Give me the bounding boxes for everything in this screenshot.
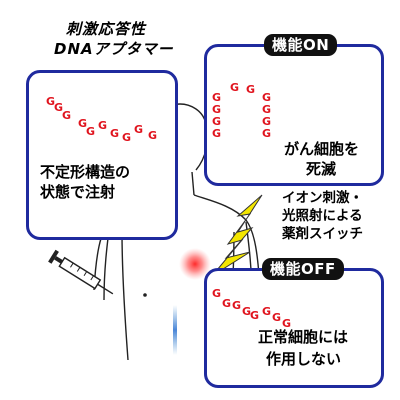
dna-g-letter: G [122, 131, 132, 144]
dna-g-letter: G [250, 309, 260, 322]
dna-g-letter: G [110, 127, 120, 140]
title-line2: DNAアプタマー [54, 40, 174, 58]
dna-g-letter: G [262, 103, 272, 116]
dna-g-letter: G [282, 317, 292, 330]
dna-g-letter: G [212, 127, 222, 140]
dna-g-letter: G [148, 129, 158, 142]
stimulus-line2: 光照射による [282, 208, 363, 224]
on-result-line2: 死滅 [306, 160, 337, 178]
dna-g-letter: G [78, 117, 88, 130]
dna-g-letter: G [212, 287, 222, 300]
dna-g-letter: G [232, 299, 242, 312]
nipple-left [143, 293, 147, 297]
dna-g-letter: G [222, 297, 232, 310]
left-label-line2: 状態で注射 [40, 183, 116, 201]
dna-g-letter: G [98, 119, 108, 132]
syringe-icon [48, 249, 114, 295]
dna-g-letter: G [212, 115, 222, 128]
dna-g-letter: G [54, 101, 64, 114]
lightning-icon [211, 194, 263, 277]
dna-g-letter: G [262, 91, 272, 104]
inactive-glow [173, 305, 177, 355]
dna-g-letter: G [262, 115, 272, 128]
left-label-line1: 不定形構造の [40, 163, 131, 181]
dna-g-letter: G [246, 83, 256, 96]
injection-state-panel [26, 70, 178, 240]
title-line1: 刺激応答性 [66, 20, 147, 38]
on-result-line1: がん細胞を [284, 140, 360, 158]
off-result-line2: 作用しない [266, 350, 342, 368]
stimulus-line3: 薬剤スイッチ [282, 226, 363, 242]
off-result-line1: 正常細胞には [258, 328, 349, 346]
dna-g-letter: G [242, 305, 252, 318]
activation-glow [179, 248, 211, 280]
dna-g-letter: G [212, 103, 222, 116]
dna-g-letter: G [62, 109, 72, 122]
dna-g-letter: G [134, 123, 144, 136]
dna-g-letter: G [262, 127, 272, 140]
function-on-tag: 機能ON [264, 34, 338, 56]
dna-g-letter: G [230, 81, 240, 94]
dna-g-letter: G [212, 91, 222, 104]
function-off-tag: 機能OFF [262, 258, 344, 280]
dna-g-letter: G [46, 95, 56, 108]
function-on-panel [204, 44, 384, 186]
dna-g-letter: G [272, 311, 282, 324]
stimulus-line1: イオン刺激・ [282, 190, 363, 206]
dna-g-letter: G [262, 305, 272, 318]
dna-g-letter: G [86, 125, 96, 138]
